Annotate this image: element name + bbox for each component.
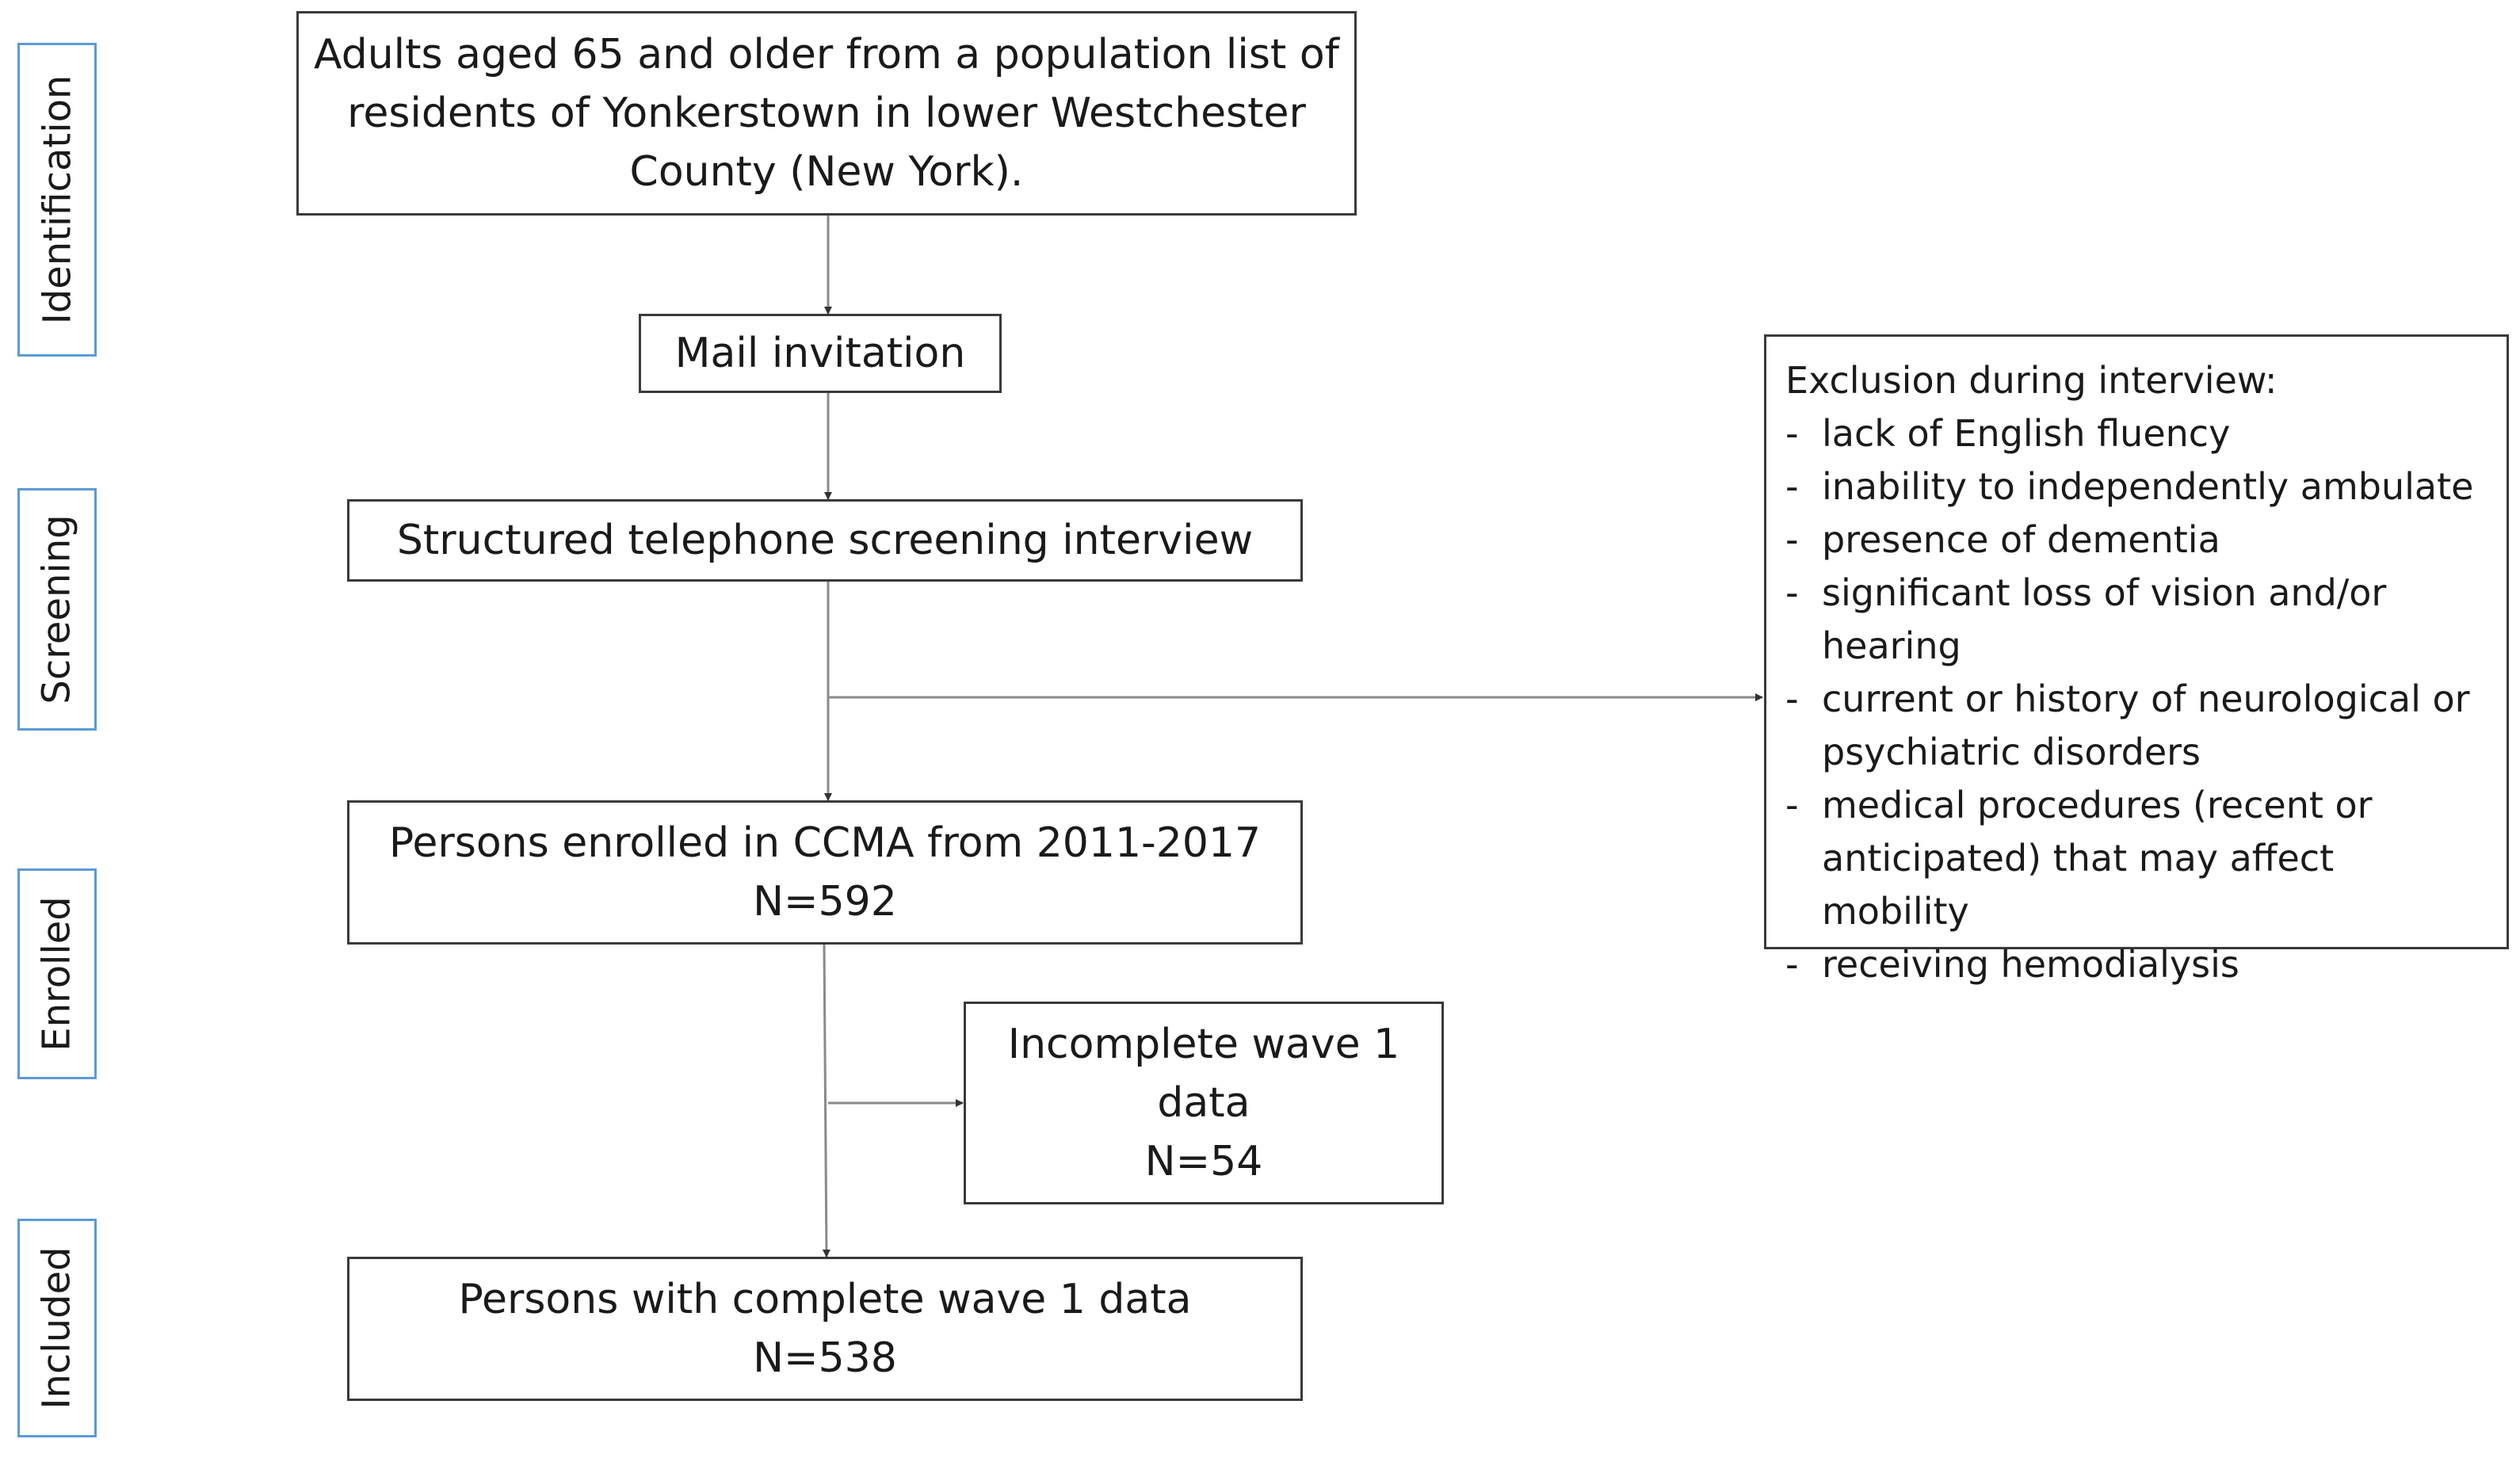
- mail-invitation-line: Mail invitation: [674, 330, 966, 377]
- incomplete-count: N=54: [1144, 1138, 1263, 1185]
- arrow-enrolled-to-complete: [822, 944, 830, 1258]
- enrolled-line: Persons enrolled in CCMA from 2011-2017: [388, 819, 1262, 867]
- exclusion-item: -medical procedures (recent or anticipat…: [1785, 779, 2491, 938]
- exclusion-item-text: presence of dementia: [1822, 518, 2220, 561]
- incomplete-line: data: [1157, 1079, 1250, 1127]
- exclusion-item: -receiving hemodialysis: [1785, 938, 2491, 991]
- exclusion-title: Exclusion during interview:: [1785, 359, 2278, 402]
- exclusion-item-text: current or history of neurological or ps…: [1822, 677, 2470, 773]
- exclusion-list: -lack of English fluency -inability to i…: [1785, 407, 2491, 991]
- bullet-dash: -: [1785, 518, 1799, 561]
- enrolled-box: Persons enrolled in CCMA from 2011-2017 …: [347, 800, 1303, 945]
- mail-invitation-box: Mail invitation: [639, 314, 1002, 393]
- stage-label-identification-text: Identification: [35, 74, 79, 325]
- bullet-dash: -: [1785, 677, 1799, 720]
- stage-label-included: Included: [17, 1219, 97, 1437]
- stage-label-identification: Identification: [17, 43, 97, 357]
- bullet-dash: -: [1785, 784, 1799, 826]
- population-line: Adults aged 65 and older from a populati…: [314, 31, 1339, 78]
- exclusion-item: -inability to independently ambulate: [1785, 460, 2491, 513]
- population-line: County (New York).: [629, 148, 1024, 196]
- incomplete-line: Incomplete wave 1: [1007, 1021, 1400, 1068]
- exclusion-item-text: lack of English fluency: [1822, 412, 2231, 455]
- exclusion-item: -significant loss of vision and/or heari…: [1785, 567, 2491, 673]
- bullet-dash: -: [1785, 465, 1799, 508]
- complete-line: Persons with complete wave 1 data: [458, 1276, 1192, 1323]
- exclusion-item: -presence of dementia: [1785, 513, 2491, 567]
- telephone-screening-line: Structured telephone screening interview: [396, 517, 1254, 564]
- exclusion-item-text: significant loss of vision and/or hearin…: [1822, 571, 2387, 667]
- incomplete-data-box: Incomplete wave 1 data N=54: [964, 1002, 1444, 1204]
- exclusion-item: -lack of English fluency: [1785, 407, 2491, 460]
- bullet-dash: -: [1785, 571, 1799, 614]
- exclusion-item: -current or history of neurological or p…: [1785, 673, 2491, 779]
- stage-label-included-text: Included: [35, 1246, 80, 1410]
- population-box: Adults aged 65 and older from a populati…: [296, 11, 1357, 216]
- stage-label-enrolled: Enrolled: [17, 868, 97, 1079]
- exclusion-box: Exclusion during interview: -lack of Eng…: [1764, 334, 2509, 986]
- complete-count: N=538: [753, 1334, 897, 1382]
- stage-label-screening-text: Screening: [35, 514, 79, 704]
- complete-data-box: Persons with complete wave 1 data N=538: [347, 1257, 1303, 1401]
- bullet-dash: -: [1785, 412, 1799, 455]
- exclusion-item-text: medical procedures (recent or anticipate…: [1822, 784, 2373, 933]
- population-line: residents of Yonkerstown in lower Westch…: [347, 90, 1306, 137]
- enrolled-count: N=592: [753, 878, 897, 926]
- telephone-screening-box: Structured telephone screening interview: [347, 499, 1303, 582]
- exclusion-item-text: inability to independently ambulate: [1822, 465, 2474, 508]
- bullet-dash: -: [1785, 943, 1799, 986]
- stage-label-screening: Screening: [17, 488, 97, 731]
- stage-label-enrolled-text: Enrolled: [35, 896, 79, 1052]
- exclusion-item-text: receiving hemodialysis: [1822, 943, 2239, 986]
